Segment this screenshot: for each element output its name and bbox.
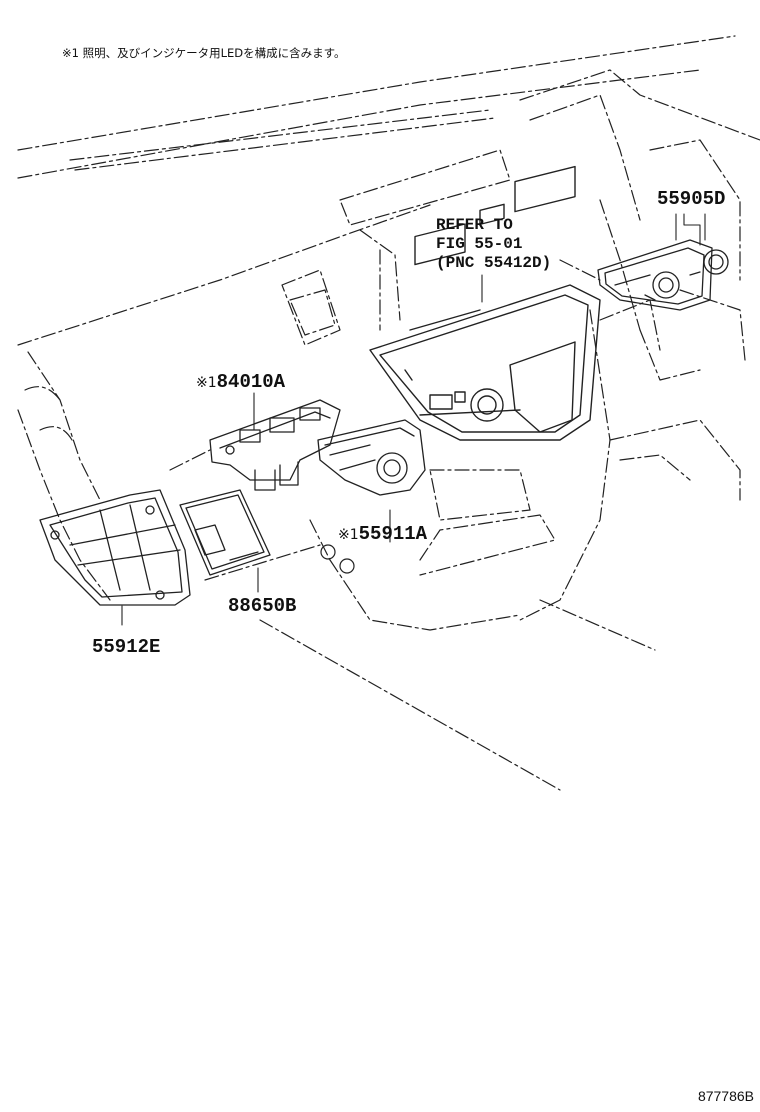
switch-assembly-84010a: [209, 399, 341, 491]
leader-lines: [121, 213, 706, 626]
part-label-55905d: 55905D: [657, 190, 725, 209]
part-number: 88650B: [228, 595, 297, 617]
dashboard-outline: [17, 35, 760, 791]
figure-id: 877786B: [697, 1088, 754, 1104]
reference-callout: REFER TO FIG 55-01 (PNC 55412D): [436, 216, 551, 273]
reference-line-2: FIG 55-01: [436, 235, 523, 253]
part-label-88650b: 88650B: [228, 597, 296, 616]
reference-line-1: REFER TO: [436, 216, 513, 234]
part-label-84010a: ※184010A: [196, 373, 285, 392]
part-number: 84010A: [216, 371, 286, 393]
reference-line-3: (PNC 55412D): [436, 254, 552, 272]
part-label-55911a: ※155911A: [338, 525, 427, 544]
part-label-55912e: 55912E: [92, 638, 160, 657]
part-number: 55912E: [92, 636, 161, 658]
footnote-text: ※1 照明、及びインジケータ用LEDを構成に含みます。: [62, 46, 346, 60]
climate-control-panel: [597, 239, 729, 311]
small-knobs: [320, 544, 355, 574]
part-number: 55911A: [358, 523, 428, 545]
switch-assembly-55911a: [317, 419, 426, 496]
bracket-55912e: [39, 489, 191, 606]
center-console-panel: [369, 165, 601, 441]
part-marker: ※1: [196, 375, 217, 391]
part-marker: ※1: [338, 527, 359, 543]
ecu-module-88650b: [179, 489, 271, 576]
part-number: 55905D: [657, 188, 726, 210]
